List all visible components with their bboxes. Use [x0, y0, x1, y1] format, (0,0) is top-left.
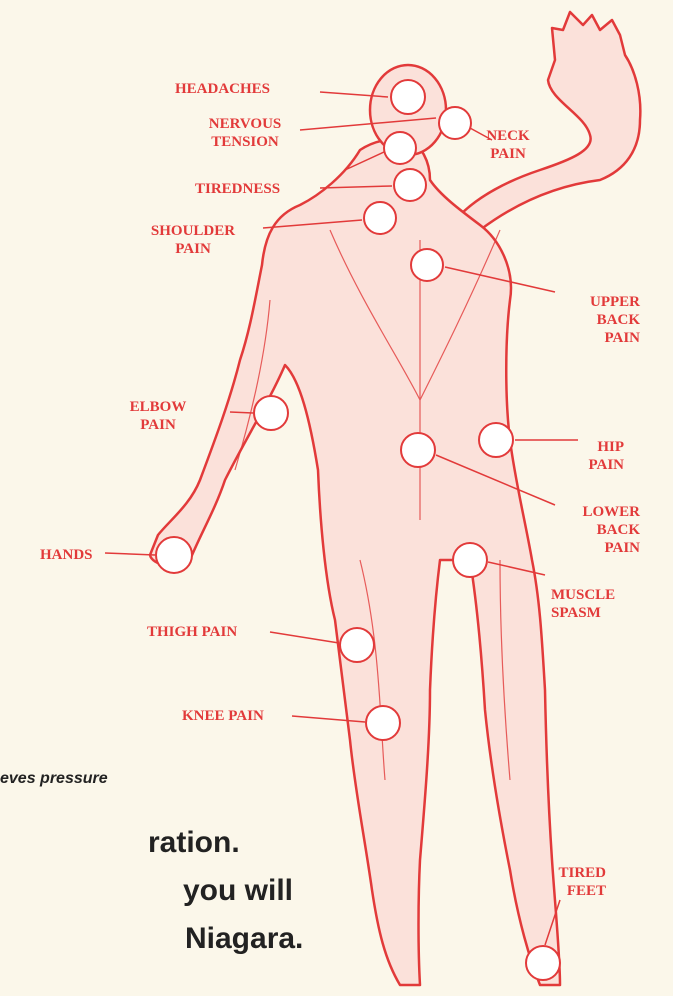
label-thigh-pain: THIGH PAIN — [147, 623, 237, 641]
label-line: PAIN — [560, 329, 640, 347]
label-line: LOWER — [560, 503, 640, 521]
raised-arm — [460, 12, 640, 230]
text-fragment-1: ration. — [148, 826, 240, 860]
label-hands: HANDS — [40, 546, 93, 564]
point-tired-feet — [526, 946, 560, 980]
point-knee — [366, 706, 400, 740]
label-tiredness: TIREDNESS — [195, 180, 280, 198]
label-line: NERVOUS — [190, 115, 300, 133]
label-line: PAIN — [478, 145, 538, 163]
label-line: TIRED — [540, 864, 606, 882]
point-thigh — [340, 628, 374, 662]
label-line: HIP — [568, 438, 624, 456]
point-shoulder — [364, 202, 396, 234]
label-line: TENSION — [190, 133, 300, 151]
label-line: PAIN — [128, 240, 258, 258]
label-knee-pain: KNEE PAIN — [182, 707, 264, 725]
point-muscle-spasm — [453, 543, 487, 577]
label-muscle-spasm: MUSCLE SPASM — [551, 586, 615, 622]
label-line: MUSCLE — [551, 586, 615, 604]
label-line: PAIN — [568, 456, 624, 474]
label-elbow-pain: ELBOW PAIN — [118, 398, 198, 434]
label-line: BACK — [560, 521, 640, 539]
label-nervous-tension: NERVOUS TENSION — [190, 115, 300, 151]
label-headaches: HEADACHES — [175, 80, 270, 98]
point-tiredness — [394, 169, 426, 201]
point-upper-back — [411, 249, 443, 281]
label-line: NECK — [478, 127, 538, 145]
label-upper-back-pain: UPPER BACK PAIN — [560, 293, 640, 347]
label-neck-pain: NECK PAIN — [478, 127, 538, 163]
label-line: PAIN — [118, 416, 198, 434]
point-headaches — [391, 80, 425, 114]
point-hip — [479, 423, 513, 457]
label-line: SPASM — [551, 604, 615, 622]
label-line: PAIN — [560, 539, 640, 557]
label-line: BACK — [560, 311, 640, 329]
label-line: SHOULDER — [128, 222, 258, 240]
label-lower-back-pain: LOWER BACK PAIN — [560, 503, 640, 557]
point-neck — [439, 107, 471, 139]
label-line: UPPER — [560, 293, 640, 311]
label-line: FEET — [540, 882, 606, 900]
label-hip-pain: HIP PAIN — [568, 438, 624, 474]
label-line: ELBOW — [118, 398, 198, 416]
point-lower-back — [401, 433, 435, 467]
point-hands — [156, 537, 192, 573]
label-shoulder-pain: SHOULDER PAIN — [128, 222, 258, 258]
text-fragment-3: Niagara. — [185, 922, 303, 956]
point-elbow — [254, 396, 288, 430]
point-nervous-tension — [384, 132, 416, 164]
caption-fragment: eves pressure — [0, 770, 108, 788]
text-fragment-2: you will — [183, 874, 293, 908]
label-tired-feet: TIRED FEET — [540, 864, 606, 900]
